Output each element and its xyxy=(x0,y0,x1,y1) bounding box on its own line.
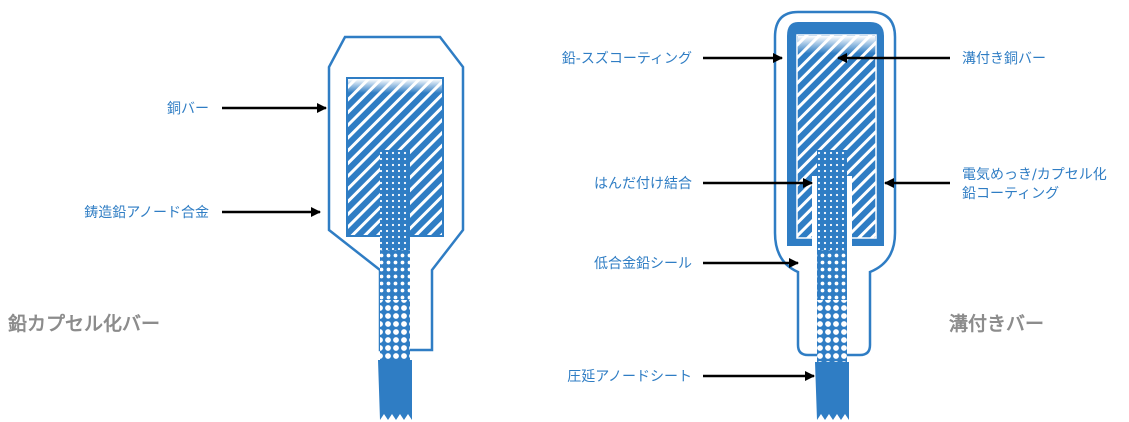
label-low-alloy-lead-seal: 低合金鉛シール xyxy=(594,256,692,272)
caption-grooved-bar: 溝付きバー xyxy=(949,312,1044,335)
label-soldered-joint: はんだ付け結合 xyxy=(594,176,692,192)
anode-sheet-tail xyxy=(378,360,412,420)
anode-sheet-low-right xyxy=(817,300,847,362)
anode-sheet-tail-right xyxy=(815,362,849,420)
grooved-bar-diagram: 鉛-スズコーティング 溝付き銅バー はんだ付け結合 電気めっき/カプセル化 鉛コ… xyxy=(562,10,1107,420)
label-rolled-anode-sheet: 圧延アノードシート xyxy=(567,369,692,385)
lead-encapsulated-bar-diagram: 銅バー 鋳造鉛アノード合金 鉛カプセル化バー xyxy=(8,35,465,420)
label-cast-lead-anode-alloy: 鋳造鉛アノード合金 xyxy=(84,204,209,221)
label-grooved-copper-bar: 溝付き銅バー xyxy=(962,51,1046,67)
label-lead-tin-coating: 鉛-スズコーティング xyxy=(562,51,692,67)
anode-sheet-top-right xyxy=(817,150,847,250)
label-copper-bar: 銅バー xyxy=(167,101,209,117)
anode-sheet-low xyxy=(380,300,410,360)
anode-sheet-mid-right xyxy=(817,250,847,300)
label-electroplated-coating-line1: 電気めっき/カプセル化 xyxy=(962,167,1107,183)
label-electroplated-coating-line2: 鉛コーティング xyxy=(962,186,1059,202)
anode-sheet-mid xyxy=(380,250,410,300)
anode-sheet-top xyxy=(380,150,410,250)
caption-lead-encapsulated-bar: 鉛カプセル化バー xyxy=(8,312,160,335)
